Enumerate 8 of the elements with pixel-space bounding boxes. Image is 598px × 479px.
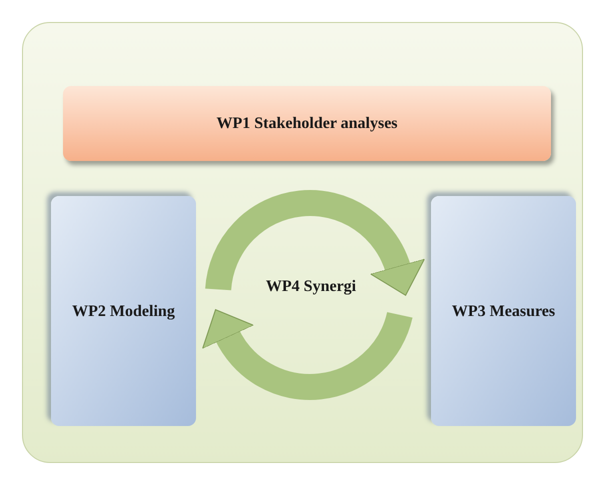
package-label: WP2 Modeling bbox=[71, 302, 176, 322]
package-label: WP1 Stakeholder analyses bbox=[215, 114, 399, 134]
work-package-box bbox=[51, 196, 196, 426]
work-package-box bbox=[63, 86, 551, 161]
package-label: WP3 Measures bbox=[450, 302, 556, 322]
work-package-box bbox=[431, 196, 576, 426]
background-panel bbox=[22, 22, 583, 463]
package-label: WP4 Synergi bbox=[264, 276, 358, 296]
